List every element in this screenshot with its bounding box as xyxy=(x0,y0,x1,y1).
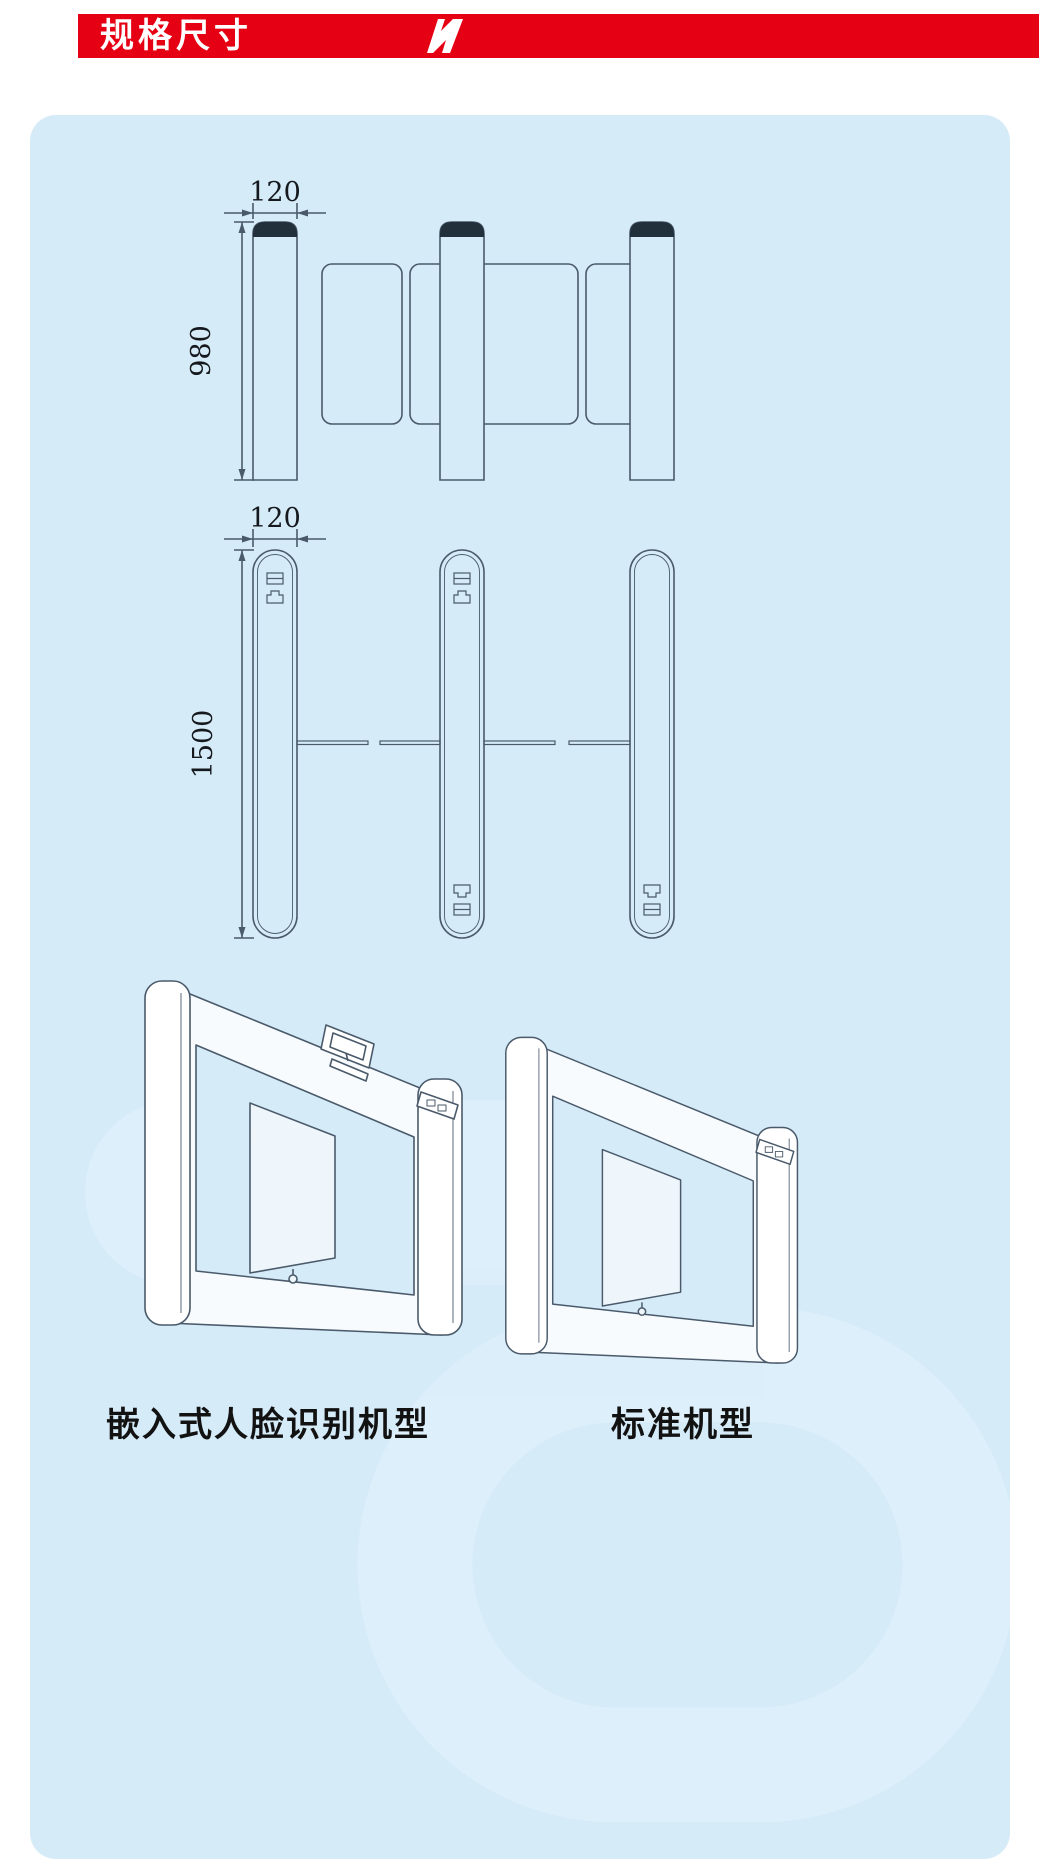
front-pillars xyxy=(252,221,675,481)
dim-plan-length-label: 1500 xyxy=(188,710,219,779)
dim-plan-length xyxy=(234,549,254,939)
plan-view: 120 1500 xyxy=(188,503,675,939)
face-terminal xyxy=(320,1024,375,1082)
iso-gate-face-recognition xyxy=(144,980,463,1336)
plan-reader-glyphs xyxy=(266,572,661,916)
plan-swing-arms xyxy=(296,740,631,746)
dim-front-height-label: 980 xyxy=(186,325,217,377)
front-elevation: 120 980 xyxy=(186,177,675,481)
gate-drawing xyxy=(144,980,463,1336)
lightning-icon xyxy=(427,19,463,53)
gate-drawing xyxy=(505,1036,799,1364)
front-pillar-caps xyxy=(253,222,674,237)
spec-drawing: 120 980 xyxy=(85,177,1010,1823)
section-header-bar: 规格尺寸 xyxy=(78,14,1039,58)
dim-plan-width-label: 120 xyxy=(249,503,301,534)
dim-front-width xyxy=(224,203,326,219)
model-label-standard: 标准机型 xyxy=(611,1406,755,1444)
model-label-face-recognition: 嵌入式人脸识别机型 xyxy=(106,1406,430,1444)
dim-plan-width xyxy=(224,529,326,547)
dim-front-width-label: 120 xyxy=(249,177,301,208)
iso-gate-standard xyxy=(505,1036,799,1364)
spec-panel: 120 980 xyxy=(30,115,1010,1859)
section-title: 规格尺寸 xyxy=(100,17,252,55)
front-swing-panels xyxy=(321,263,665,425)
dim-front-height xyxy=(234,221,254,481)
